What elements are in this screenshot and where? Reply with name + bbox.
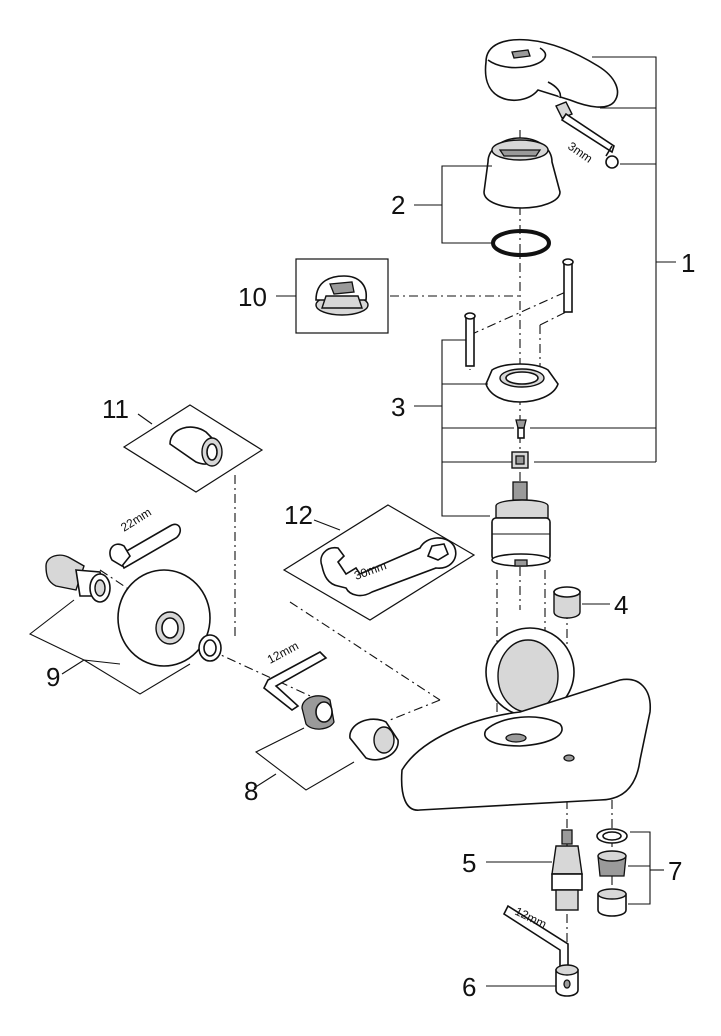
- flange-ring: [485, 363, 559, 403]
- spanner-detail-box: 30mm: [282, 504, 476, 621]
- callout-9: 9: [46, 662, 60, 692]
- o-ring: [491, 229, 551, 257]
- cap: [483, 137, 561, 209]
- small-screw: [515, 419, 527, 439]
- washer: [198, 634, 222, 662]
- fixing-screws: [464, 258, 574, 367]
- union-nut: [349, 718, 399, 761]
- callout-8: 8: [244, 776, 258, 806]
- callout-10: 10: [238, 282, 267, 312]
- callout-12: 12: [284, 500, 313, 530]
- hex-key-top-label: 3mm: [565, 139, 595, 166]
- callout-6: 6: [462, 972, 476, 1002]
- callout-numbers: 1 2 3 4 5 6 7 8 9 10 11 12: [46, 190, 695, 1002]
- callout-4: 4: [614, 590, 628, 620]
- diverter-cartridge: [551, 829, 583, 911]
- threaded-insert: [555, 964, 579, 997]
- eccentric-connector: [45, 554, 111, 603]
- lever-handle: [484, 38, 619, 108]
- connection-union: [301, 695, 335, 730]
- adapter-detail-box: [122, 404, 264, 493]
- button-knob: [553, 586, 581, 619]
- callout-3: 3: [391, 392, 405, 422]
- callout-1: 1: [681, 248, 695, 278]
- mixer-body: [400, 627, 651, 811]
- hex-key-middle-label: 12mm: [265, 639, 301, 667]
- callout-2: 2: [391, 190, 405, 220]
- callout-11: 11: [102, 394, 129, 424]
- grub-screw-and-hex-key: 3mm: [555, 101, 619, 169]
- callout-7: 7: [668, 856, 682, 886]
- cartridge-cap-detail-box: [295, 258, 389, 334]
- callout-5: 5: [462, 848, 476, 878]
- socket-wrench-label: 22mm: [118, 505, 154, 535]
- wall-flange-rosette: [117, 569, 211, 667]
- adapter-clip: [511, 451, 529, 469]
- aerator-set: [596, 828, 628, 917]
- leader-lines: [28, 56, 676, 987]
- socket-wrench-22mm: 22mm: [109, 505, 182, 570]
- cartridge: [491, 481, 551, 567]
